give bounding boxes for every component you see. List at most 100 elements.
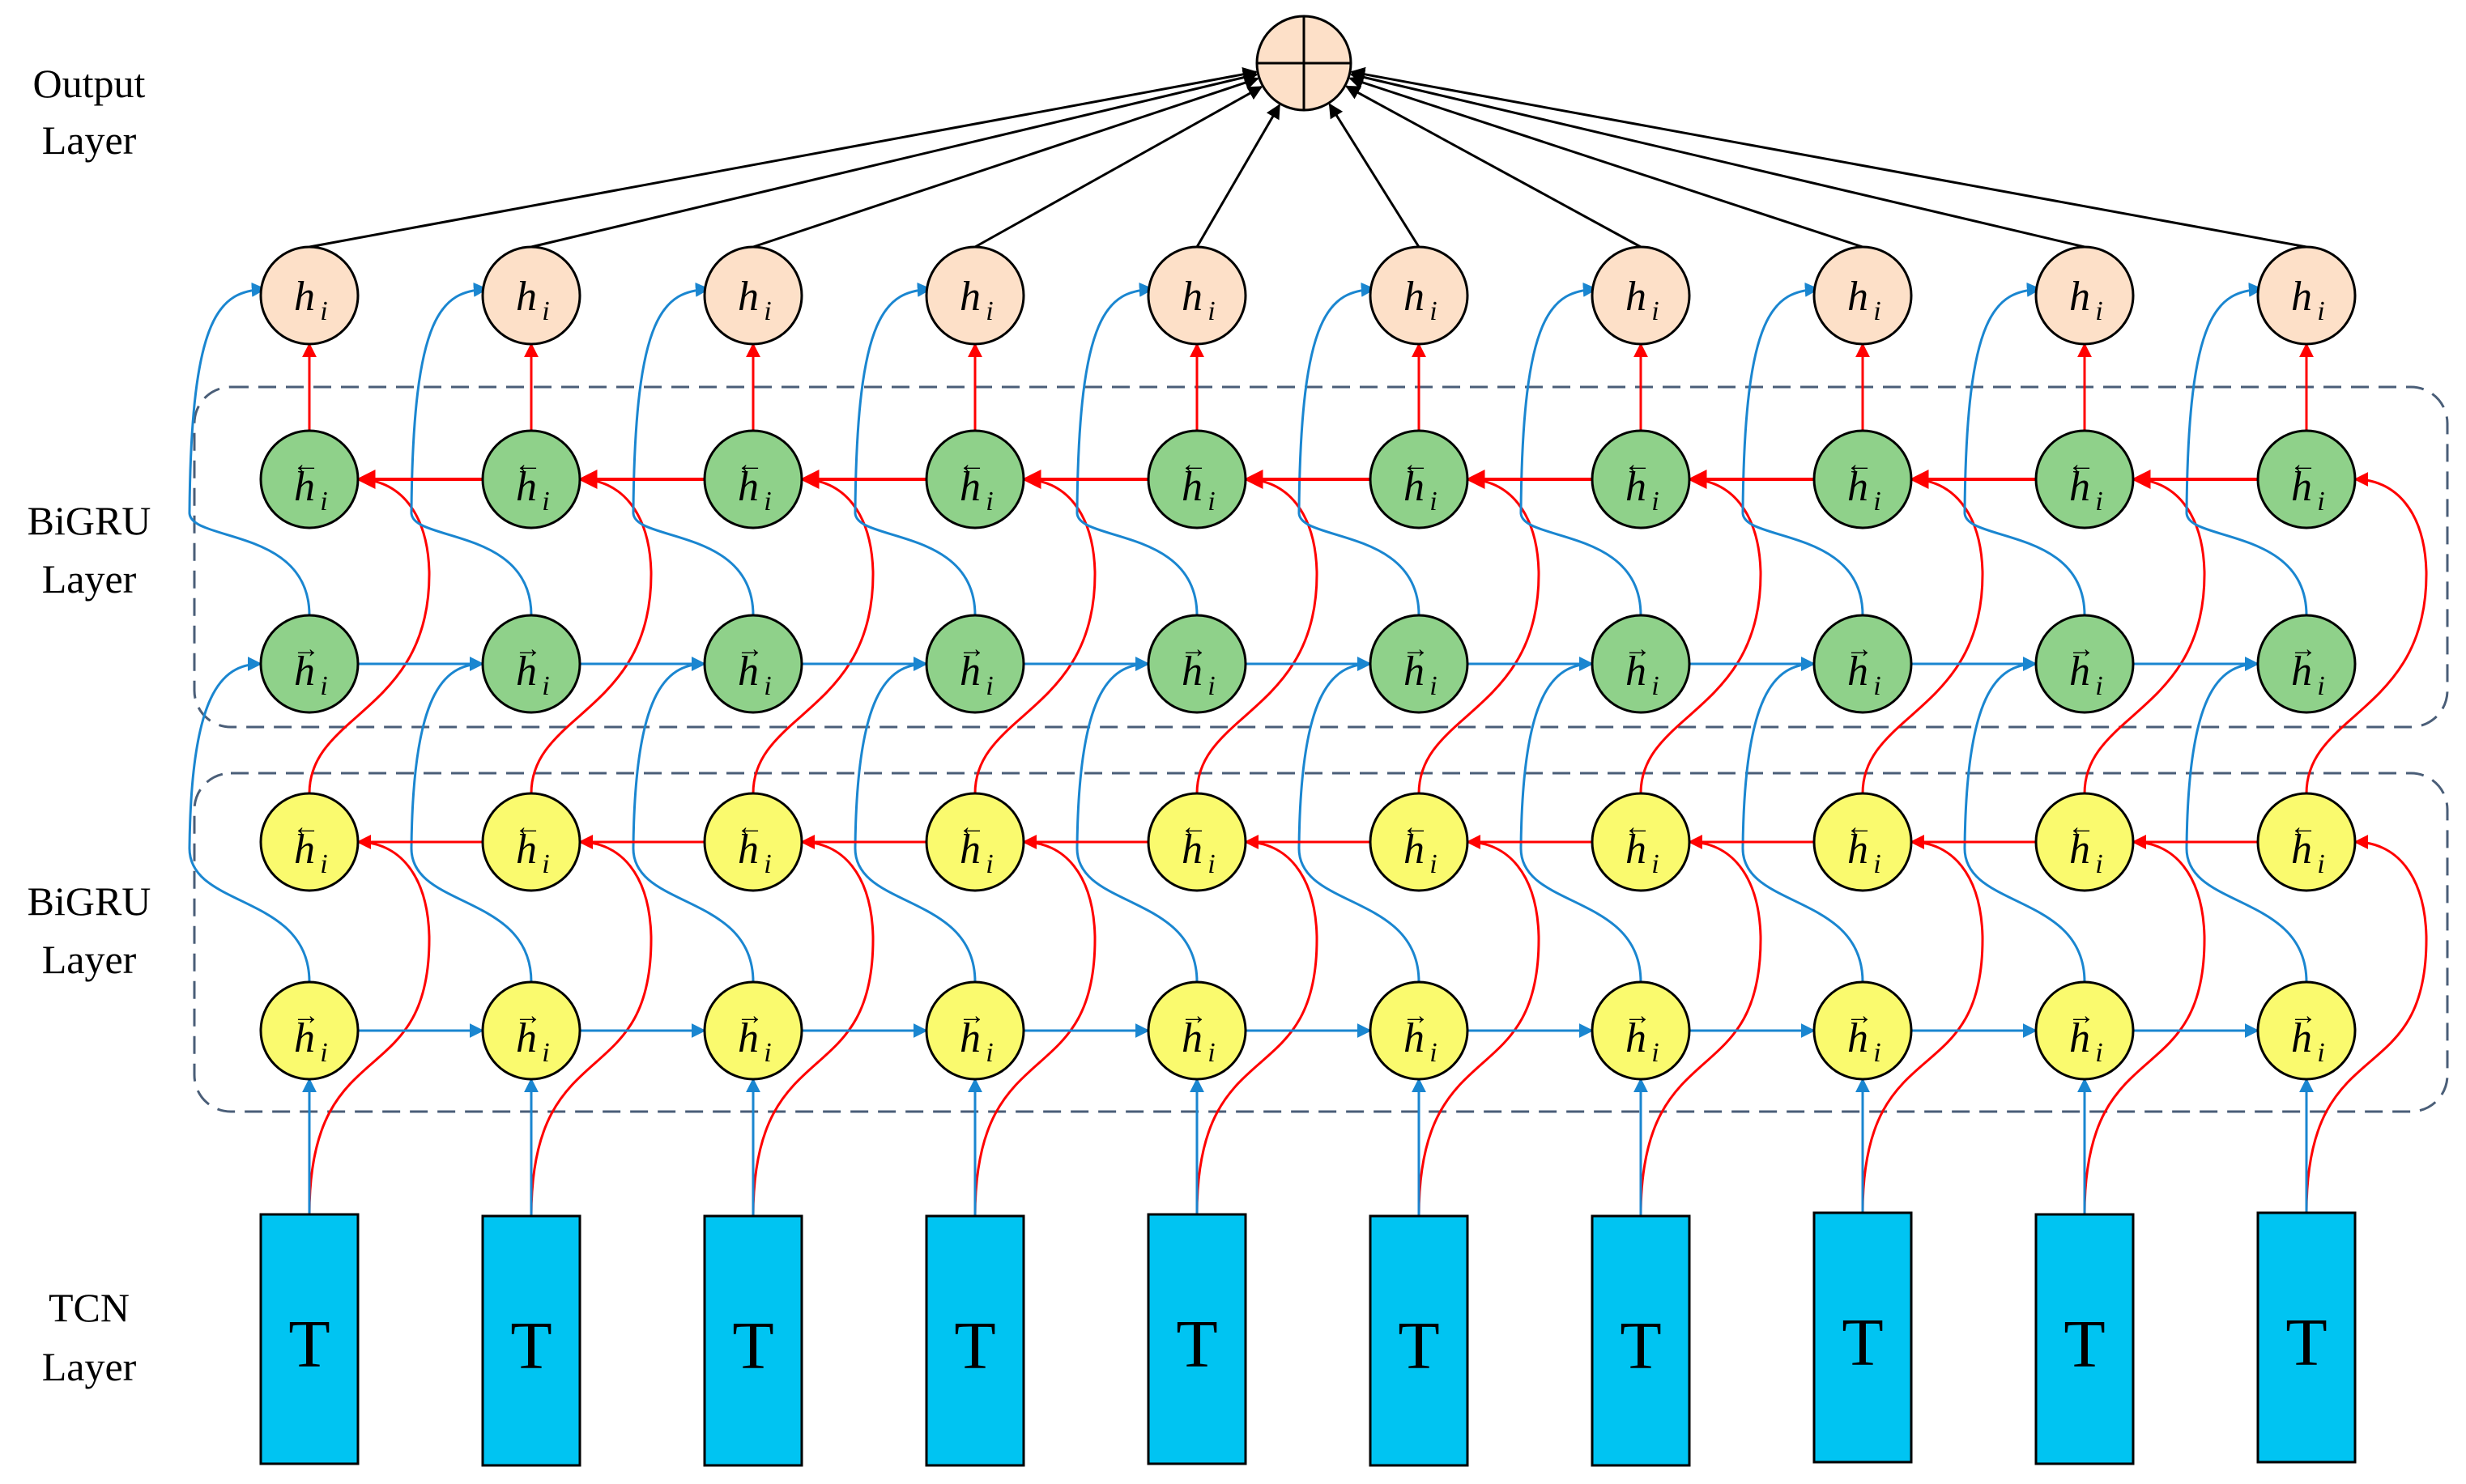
output-node-9-circle xyxy=(2256,245,2357,346)
tcn-block-label: T xyxy=(954,1308,995,1384)
backward-bottom-to-backward-top-curve-7 xyxy=(1861,472,1984,794)
bottom-forward-node-7-label: h xyxy=(1847,1015,1868,1061)
backward-bottom-to-backward-top-curve-5 xyxy=(1417,472,1540,794)
top-backward-node-2-circle xyxy=(703,429,803,529)
top-backward-node-3-subscript: i xyxy=(986,487,993,517)
tcn-block-rect xyxy=(1591,1214,1691,1467)
top-backward-node-8-direction-arrow: ← xyxy=(2068,449,2095,479)
top-backward-node-5-label: h xyxy=(1403,464,1425,510)
tcn-to-backward-bottom-curve-4 xyxy=(1195,835,1318,1215)
top-backward-node-1-direction-arrow: ← xyxy=(514,449,542,479)
top-forward-node-1-direction-arrow: → xyxy=(514,634,542,664)
output-node-0-circle xyxy=(259,245,360,346)
bottom-forward-node-5-subscript: i xyxy=(1429,1038,1437,1068)
combine-edges xyxy=(309,66,2307,249)
top-backward-node-7-label: h xyxy=(1847,464,1868,510)
bottom-backward-node-5-circle xyxy=(1369,792,1469,892)
output-node-0-label: h xyxy=(294,274,315,320)
bottom-backward-node-7-subscript: i xyxy=(1873,849,1880,879)
top-forward-node-6-subscript: i xyxy=(1651,671,1659,701)
top-backward-node-6-label: h xyxy=(1625,464,1646,510)
top-forward-node-7-label: h xyxy=(1847,648,1868,695)
bottom-backward-node-1-circle xyxy=(481,792,581,892)
top-backward-node-1-label: h xyxy=(516,464,537,510)
bottom-backward-node-2-label: h xyxy=(738,827,759,873)
top-backward-node-2-direction-arrow: ← xyxy=(736,449,764,479)
tcn-block-rect xyxy=(2034,1213,2135,1465)
output-node-5-label: h xyxy=(1403,274,1425,320)
forward-bottom-to-forward-top-curve-8 xyxy=(1963,657,2086,983)
top-forward-node-6-circle xyxy=(1591,614,1691,714)
bottom-forward-node-3-label: h xyxy=(960,1015,981,1061)
tcn-to-backward-bottom-curve-2 xyxy=(752,835,875,1217)
combine-edge-9 xyxy=(1350,66,2307,249)
forward-top-to-output-curve-5 xyxy=(1297,282,1420,616)
bottom-backward-node-3-direction-arrow: ← xyxy=(958,812,986,842)
bottom-backward-node-6-direction-arrow: ← xyxy=(1624,812,1651,842)
forward-bottom-to-forward-top-curve-3 xyxy=(854,657,977,983)
tcn-block-3: T xyxy=(925,1214,1025,1467)
tcn-to-backward-bottom-curve-0 xyxy=(308,835,431,1215)
top-forward-node-8-subscript: i xyxy=(2095,671,2102,701)
top-forward-node-0-subscript: i xyxy=(320,671,327,701)
bottom-forward-node-1-circle xyxy=(481,980,581,1081)
bottom-backward-node-7-direction-arrow: ← xyxy=(1846,812,1873,842)
bigru-top-group-box xyxy=(193,385,2449,729)
bottom-forward-node-8-direction-arrow: → xyxy=(2068,1001,2095,1031)
bottom-backward-node-4-label: h xyxy=(1182,827,1203,873)
top-backward-node-1-subscript: i xyxy=(542,487,549,517)
top-backward-node-0-subscript: i xyxy=(320,487,327,517)
forward-top-to-output-curve-0 xyxy=(188,282,311,616)
forward-bottom-to-forward-top-curve-7 xyxy=(1741,657,1864,983)
top-backward-node-3-label: h xyxy=(960,464,981,510)
forward-top-to-output-curve-9 xyxy=(2185,282,2308,616)
top-forward-node-7-direction-arrow: → xyxy=(1846,634,1873,664)
bottom-backward-node-3-label: h xyxy=(960,827,981,873)
combine-edge-0 xyxy=(309,67,1258,249)
forward-top-to-output-curve-1 xyxy=(410,282,533,616)
top-forward-node-9-direction-arrow: → xyxy=(2289,634,2317,664)
tcn-block-label: T xyxy=(1842,1305,1883,1380)
tcn-block-rect xyxy=(1369,1214,1469,1467)
top-forward-node-5-label: h xyxy=(1403,648,1425,695)
bottom-backward-node-9-circle xyxy=(2256,792,2357,892)
bottom-forward-node-9-circle xyxy=(2256,980,2357,1081)
top-backward-node-7-circle xyxy=(1812,429,1913,529)
backward-bottom-to-backward-top-curve-4 xyxy=(1195,472,1318,794)
output-node-8-label: h xyxy=(2069,274,2090,320)
forward-bottom-to-forward-top-curve-2 xyxy=(632,657,755,983)
tcn-block-rect xyxy=(703,1214,803,1467)
backward-bottom-to-backward-top-curve-8 xyxy=(2083,472,2206,794)
tcn-block-rect xyxy=(1147,1213,1247,1465)
bigru-bottom-group-box xyxy=(193,772,2449,1113)
top-forward-node-0-circle xyxy=(259,614,360,714)
top-backward-node-0-label: h xyxy=(294,464,315,510)
bottom-forward-node-0-subscript: i xyxy=(320,1038,327,1068)
bottom-backward-node-8-subscript: i xyxy=(2095,849,2102,879)
bottom-backward-node-4-subscript: i xyxy=(1207,849,1215,879)
top-forward-node-8-direction-arrow: → xyxy=(2068,634,2095,664)
output-node-1-subscript: i xyxy=(542,296,549,326)
output-node-2-circle xyxy=(703,245,803,346)
output-node-1-circle xyxy=(481,245,581,346)
top-backward-node-9-subscript: i xyxy=(2317,487,2324,517)
tcn-block-rect xyxy=(259,1213,360,1465)
top-backward-node-2-subscript: i xyxy=(764,487,771,517)
bottom-backward-node-2-circle xyxy=(703,792,803,892)
bottom-backward-node-8-label: h xyxy=(2069,827,2090,873)
bottom-forward-node-3-subscript: i xyxy=(986,1038,993,1068)
bottom-forward-node-0-direction-arrow: → xyxy=(292,1001,320,1031)
top-forward-node-9-label: h xyxy=(2291,648,2312,695)
output-node-6-label: h xyxy=(1625,274,1646,320)
forward-top-to-output-curve-8 xyxy=(1963,282,2086,616)
